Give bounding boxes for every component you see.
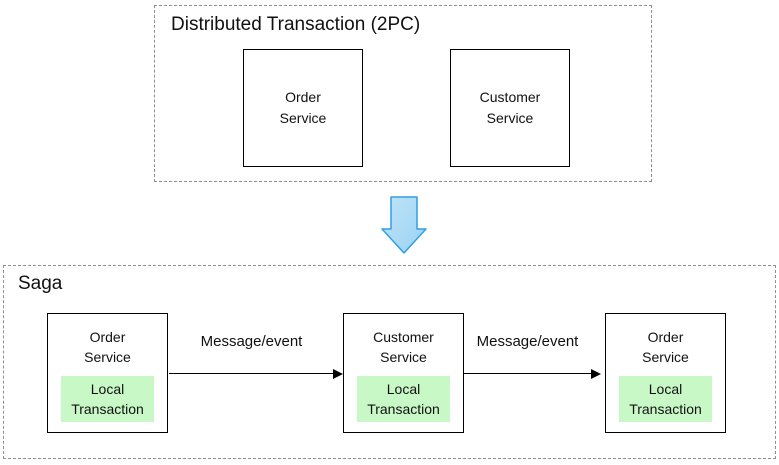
node-order-service-saga-2: Order Service Local Transaction xyxy=(605,313,726,433)
local-transaction-box: Local Transaction xyxy=(619,376,712,422)
message-arrow-line xyxy=(169,373,334,374)
node-customer-service-saga: Customer Service Local Transaction xyxy=(343,313,464,433)
message-event-label: Message/event xyxy=(476,333,579,350)
message-arrow-head-icon xyxy=(333,368,343,379)
down-arrow-icon xyxy=(381,196,427,254)
node-order-service-saga-1: Order Service Local Transaction xyxy=(47,313,168,433)
node-customer-service-2pc: Customer Service xyxy=(450,49,570,167)
message-event-label: Message/event xyxy=(200,333,303,350)
distributed-transaction-title: Distributed Transaction (2PC) xyxy=(171,14,421,35)
node-order-service-2pc: Order Service xyxy=(243,49,363,167)
node-label: Customer Service xyxy=(479,89,541,126)
local-transaction-box: Local Transaction xyxy=(357,376,450,422)
saga-title: Saga xyxy=(18,273,63,294)
node-label: Customer Service xyxy=(373,329,434,365)
message-arrow-line xyxy=(464,373,592,374)
node-label: Order Service xyxy=(84,329,131,365)
local-transaction-box: Local Transaction xyxy=(61,376,154,422)
distributed-transaction-container: Distributed Transaction (2PC) Order Serv… xyxy=(154,5,652,182)
saga-container: Saga Order Service Local Transaction Mes… xyxy=(3,265,776,459)
node-label: Order Service xyxy=(642,329,689,365)
message-arrow-head-icon xyxy=(591,368,601,379)
node-label: Order Service xyxy=(279,89,327,126)
